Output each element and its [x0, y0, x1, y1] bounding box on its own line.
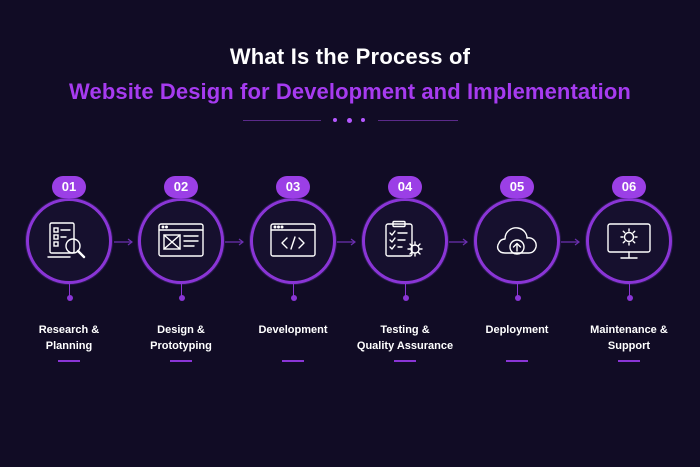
step-label: Design &Prototyping	[150, 324, 212, 352]
step-stem-dot	[66, 295, 73, 301]
step-ring	[138, 198, 224, 284]
step-stem	[181, 283, 182, 297]
step-underline	[170, 360, 192, 362]
step-number-badge: 03	[276, 176, 310, 198]
divider-dot	[361, 118, 365, 122]
divider-dot	[346, 117, 352, 123]
step-number-badge: 01	[52, 176, 86, 198]
step-underline	[618, 360, 640, 362]
step-label: Testing &Quality Assurance	[356, 324, 454, 352]
step-stem-dot	[514, 295, 521, 301]
arrow-head	[238, 238, 244, 246]
step-number-badge: 04	[388, 176, 422, 198]
research-magnifier-icon	[47, 222, 86, 259]
step-ring	[26, 198, 112, 284]
code-window-icon	[270, 223, 316, 257]
step-ring	[362, 198, 448, 284]
step-stem	[69, 283, 70, 297]
step-number-badge: 06	[612, 176, 646, 198]
step-label: Deployment	[485, 324, 549, 336]
arrow-head	[350, 238, 356, 246]
monitor-gear-icon	[607, 223, 651, 259]
step-label: Research &Planning	[38, 324, 100, 352]
divider-dot	[333, 118, 337, 122]
step-stem	[629, 283, 630, 297]
page-subtitle: Website Design for Development and Imple…	[69, 79, 631, 104]
arrow-head	[127, 238, 133, 246]
checklist-gear-icon	[385, 220, 423, 257]
title-divider-right	[378, 120, 458, 121]
step-number-badge: 05	[500, 176, 534, 198]
step-underline	[394, 360, 416, 362]
step-underline	[58, 360, 80, 362]
step-stem-dot	[290, 295, 297, 301]
wireframe-icon	[158, 223, 204, 257]
step-stem	[405, 283, 406, 297]
step-label: Maintenance &Support	[590, 324, 668, 352]
cloud-upload-icon	[496, 227, 537, 255]
step-stem-dot	[402, 295, 409, 301]
step-stem-dot	[626, 295, 633, 301]
step-number-badge: 02	[164, 176, 198, 198]
step-underline	[282, 360, 304, 362]
arrow-head	[574, 238, 580, 246]
step-ring	[474, 198, 560, 284]
step-stem-dot	[178, 295, 185, 301]
step-stem	[517, 283, 518, 297]
arrow-head	[462, 238, 468, 246]
step-underline	[506, 360, 528, 362]
title-divider-left	[243, 120, 321, 121]
step-label: Development	[258, 324, 328, 336]
step-stem	[293, 283, 294, 297]
page-title: What Is the Process of	[229, 44, 471, 69]
